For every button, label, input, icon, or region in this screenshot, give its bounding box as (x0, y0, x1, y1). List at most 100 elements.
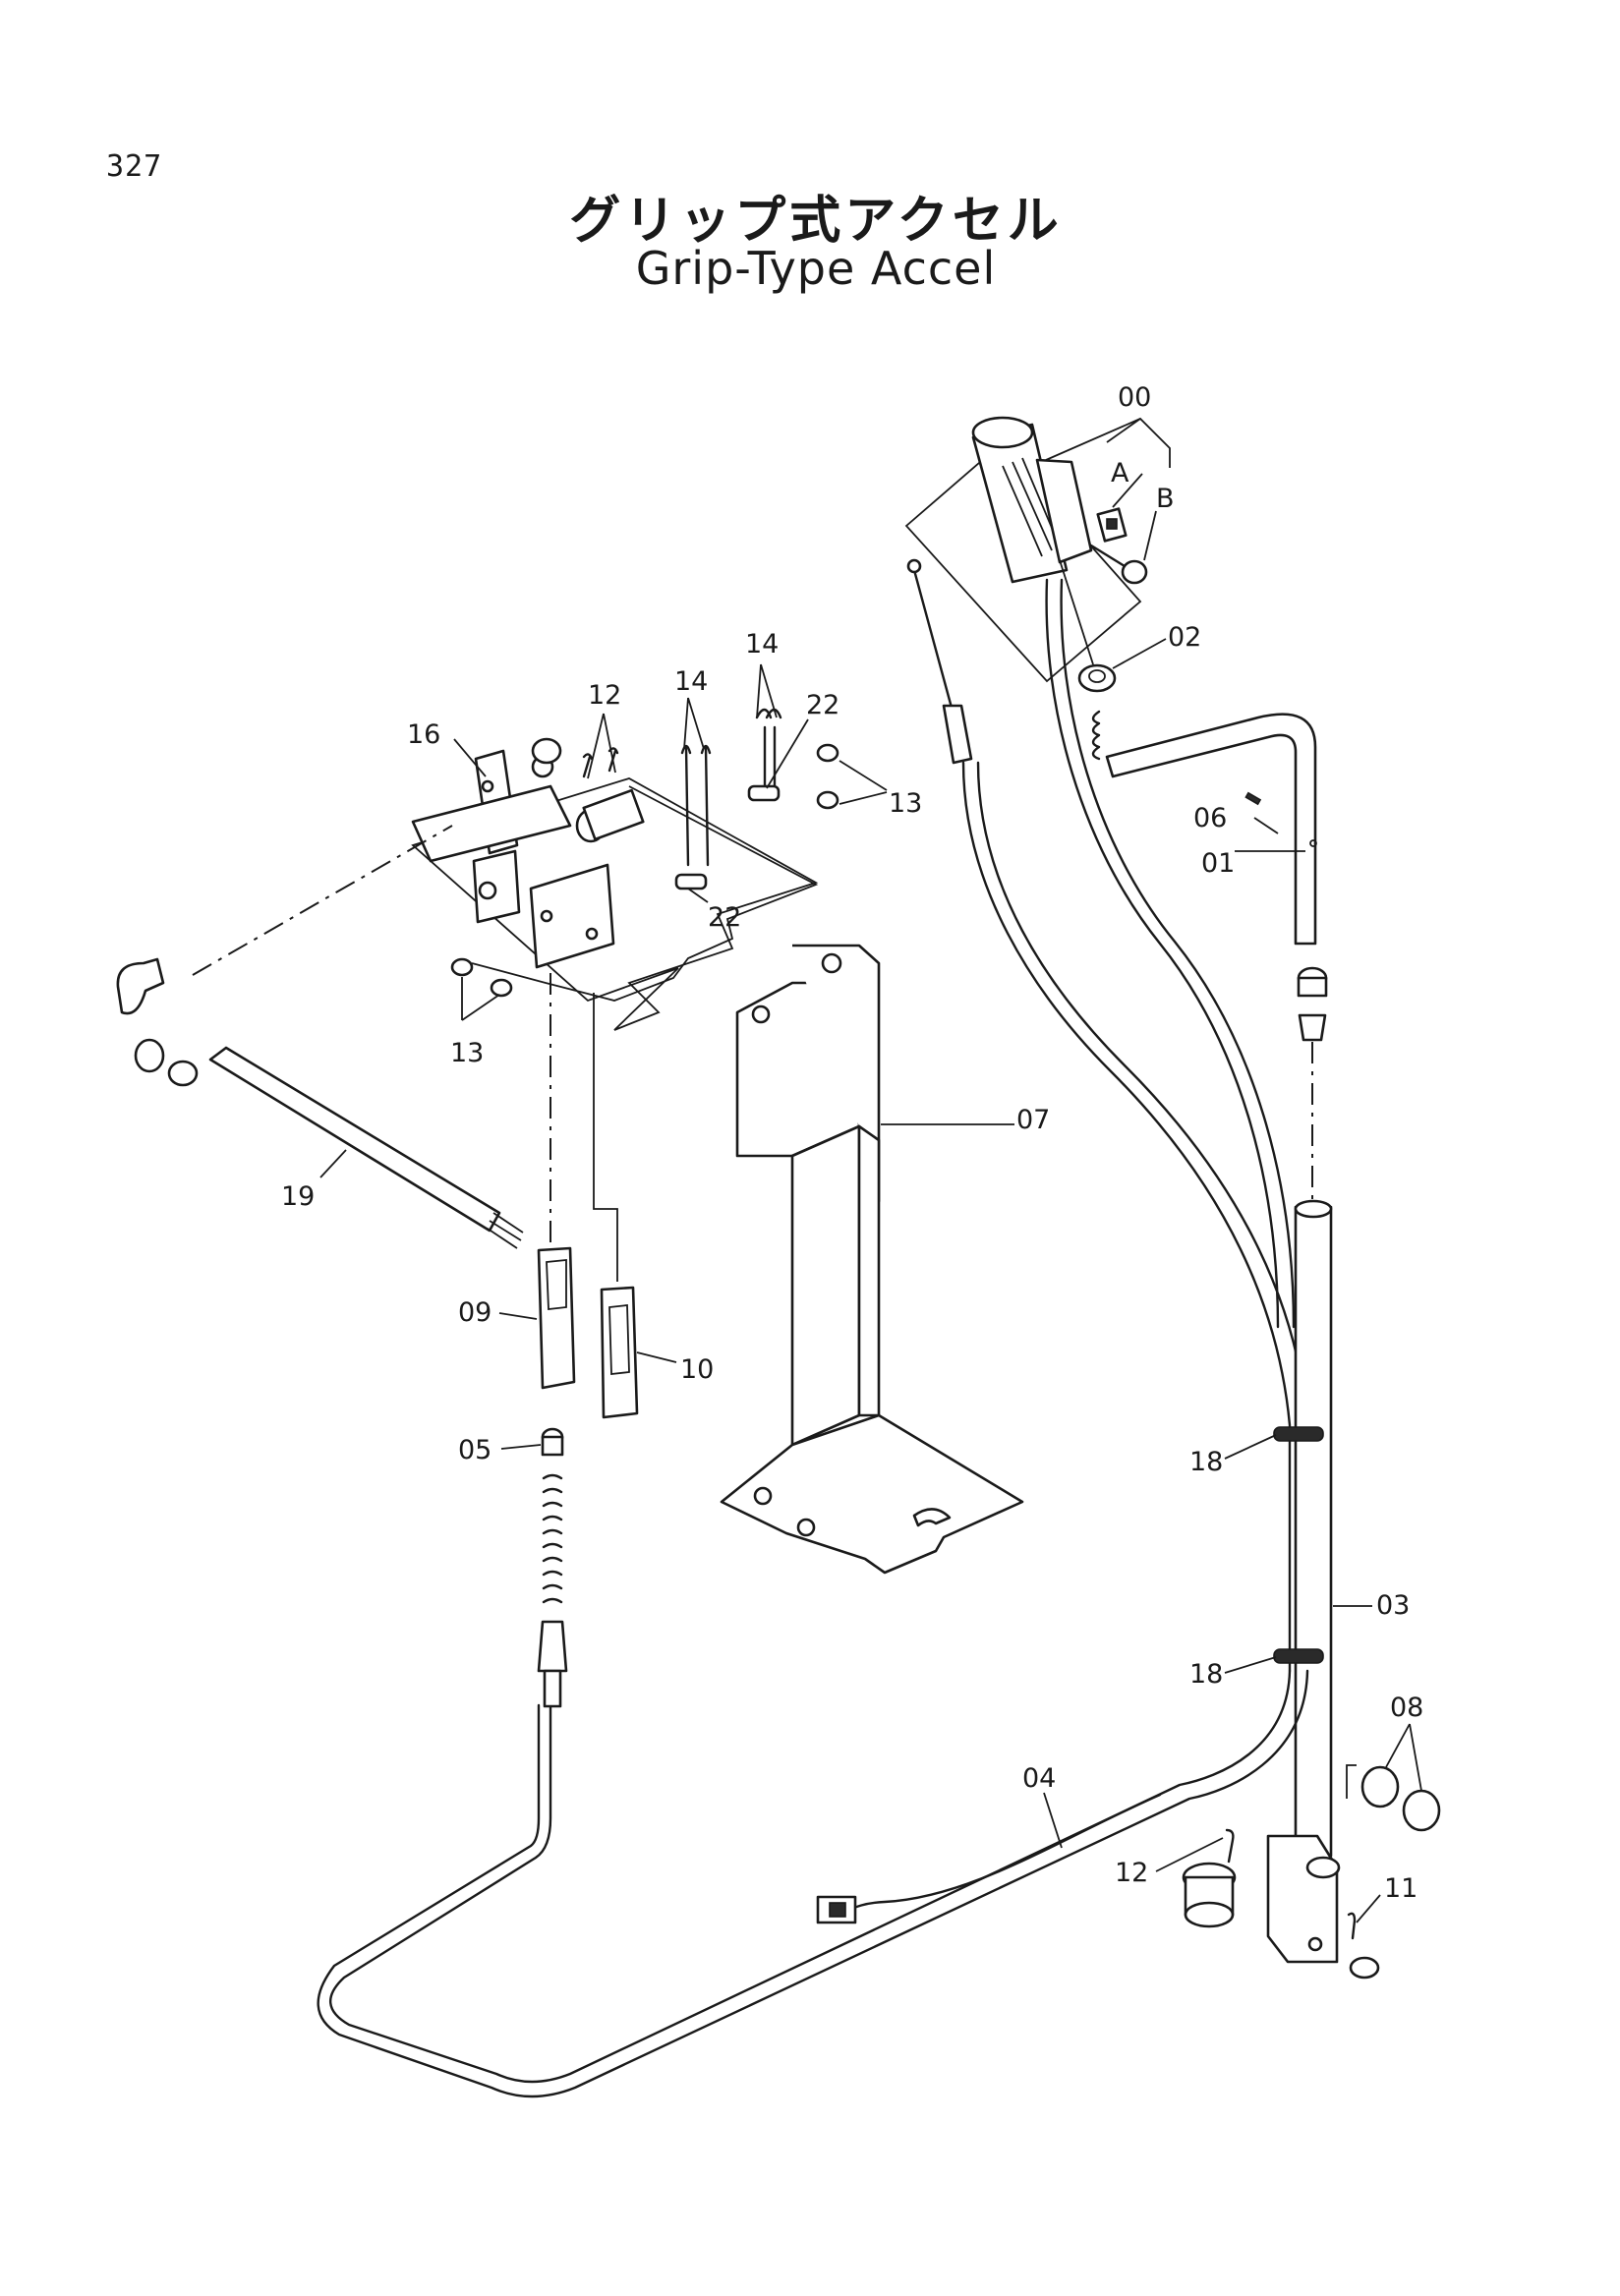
leader-04 (1043, 1792, 1063, 1849)
leader-16 (453, 738, 487, 777)
base-slot (912, 1508, 952, 1527)
callout-12-lower: 12 (1115, 1858, 1148, 1888)
cable-end-fitting (942, 704, 973, 765)
harness-to-connector (843, 1793, 1162, 1914)
base-hole-1 (753, 1486, 773, 1506)
cable-outer (976, 761, 1309, 1673)
leader-00 (1045, 417, 1171, 468)
cable-inner (961, 761, 1292, 1673)
title-english-text: Grip-Type Accel (635, 242, 997, 295)
clevis-pin-11 (1349, 1956, 1380, 1980)
pin-12-upper-body (582, 788, 645, 841)
callout-18-upper: 18 (1189, 1447, 1223, 1477)
nut-02 (1077, 663, 1117, 693)
clamp-18-lower (1273, 1648, 1324, 1664)
sleeve-09-slot (546, 1259, 567, 1311)
ball-joint (116, 957, 165, 1015)
washer-13-d (490, 978, 513, 998)
lever-exploded-outline (411, 777, 819, 1031)
bracket-boss (1305, 1856, 1341, 1879)
plate-16-hole (481, 779, 494, 793)
lever-arm-hole-1 (540, 909, 553, 923)
lever-arm (529, 863, 615, 969)
bushing-bracket (1346, 1764, 1357, 1799)
inner-wire (912, 568, 954, 710)
leader-18a (1224, 1434, 1277, 1460)
grip-housing (1035, 458, 1093, 564)
leader-22b (687, 888, 709, 903)
callout-19: 19 (281, 1181, 315, 1212)
callout-labels: 00 A B 02 01 06 16 12 14 14 22 22 13 13 … (281, 382, 1423, 1904)
bracket-lower (1266, 1834, 1339, 1964)
bracket-hole (1307, 1936, 1323, 1952)
stand-07-column-side (857, 1124, 881, 1417)
stand-07-base (720, 1413, 1024, 1575)
title-english: Grip-Type Accel (0, 242, 1620, 295)
bushing-08-b (1402, 1789, 1441, 1832)
pin-22-lower (674, 873, 708, 890)
lever-block-hole (478, 881, 497, 900)
column-tube-03 (1182, 1199, 1441, 1980)
callout-02: 02 (1168, 622, 1201, 653)
pin-14-leg-2 (704, 745, 710, 867)
spring (1091, 710, 1101, 761)
leader-lines (319, 417, 1422, 1923)
cable-boot (537, 1620, 568, 1673)
callout-03: 03 (1376, 1590, 1410, 1621)
callout-10: 10 (680, 1354, 714, 1385)
base-hole-2 (796, 1518, 816, 1537)
callout-16: 16 (407, 719, 440, 750)
callout-22-upper: 22 (806, 690, 839, 720)
washer-13-b (816, 790, 839, 810)
callout-11: 11 (1384, 1873, 1418, 1904)
callout-09: 09 (458, 1297, 492, 1328)
pipe-01 (1105, 713, 1317, 946)
callout-13-left: 13 (450, 1038, 484, 1068)
leader-08 (1385, 1723, 1422, 1792)
page-number: 327 (106, 149, 163, 184)
leader-13b (461, 977, 500, 1021)
leader-09 (498, 1312, 538, 1320)
title-japanese: グリップ式アクセル (0, 179, 1620, 253)
lever-block (472, 849, 521, 924)
sleeve-10-axis (593, 993, 618, 1282)
rod-nut (167, 1060, 199, 1087)
lever-assembly (116, 708, 839, 1419)
lever-bar (411, 784, 572, 863)
callout-22-lower: 22 (708, 902, 741, 933)
harness-wire-2 (1060, 578, 1296, 1329)
nut-05-body (541, 1435, 564, 1457)
callout-00: 00 (1118, 382, 1151, 413)
pin-12-end (1184, 1901, 1235, 1928)
callout-14-right: 14 (745, 629, 779, 660)
rod-19-thread (487, 1212, 524, 1249)
cotter-pin-11 (1347, 1912, 1357, 1940)
stand-07-hole (751, 1004, 771, 1024)
callout-18-lower: 18 (1189, 1659, 1223, 1690)
callout-08: 08 (1390, 1693, 1423, 1723)
callout-07: 07 (1016, 1105, 1050, 1135)
lever-outline-2 (471, 785, 819, 1002)
leader-12b (1155, 1837, 1224, 1872)
adjuster-thread (542, 1473, 563, 1604)
connector-face (829, 1902, 846, 1918)
leader-10 (636, 1351, 677, 1363)
harness-wire (1045, 578, 1280, 1329)
fitting-ferrule (1298, 1013, 1327, 1042)
leader-18b (1224, 1656, 1277, 1674)
bushing-08-a (1360, 1765, 1400, 1808)
cotter-pin-12 (1225, 1828, 1235, 1864)
sleeve-10-slot (608, 1303, 630, 1376)
wire-end-ball (906, 558, 922, 574)
washer-13-c (450, 957, 474, 977)
ball-joint-socket (134, 1038, 165, 1073)
callout-14-left: 14 (674, 666, 708, 697)
callout-05: 05 (458, 1435, 492, 1465)
tube-03-top (1294, 1199, 1333, 1219)
callout-04: 04 (1022, 1763, 1056, 1794)
pin-06 (1244, 791, 1262, 806)
callout-06: 06 (1193, 803, 1227, 833)
stand-07-column (790, 1124, 861, 1447)
cable-assembly (906, 558, 1309, 1673)
